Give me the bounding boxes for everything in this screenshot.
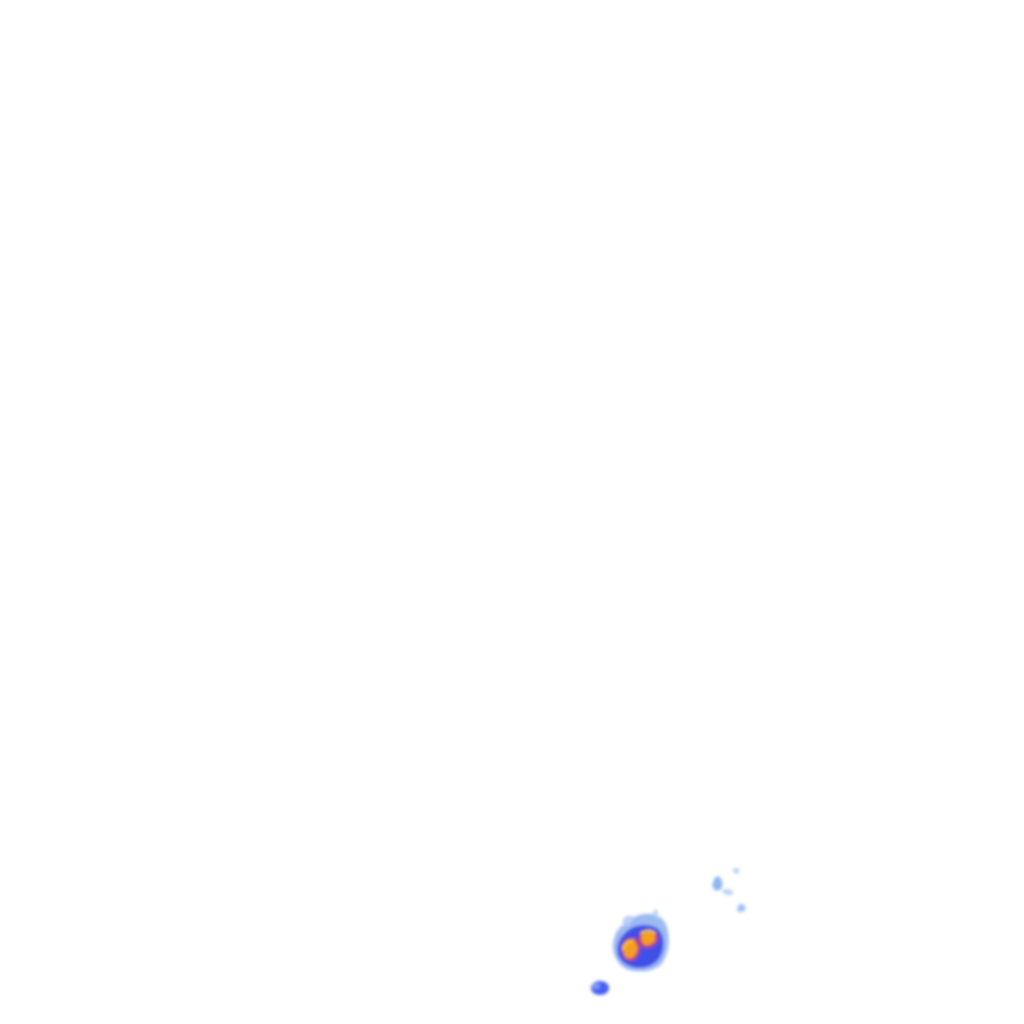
echo-light [712,876,723,891]
echo-light [737,903,746,912]
echo-fringe [653,908,658,920]
echo-fringe [622,915,633,926]
echo-intense [641,932,656,945]
storm-cell-main [612,908,669,972]
scattered-returns [712,867,746,912]
echo-extreme [640,930,656,935]
echo-extreme [622,939,635,951]
echo-intense [623,941,638,959]
echo-light [592,983,600,989]
echo-very-light [733,867,740,874]
storm-cell-small [591,981,609,995]
echo-very-light [722,889,734,895]
